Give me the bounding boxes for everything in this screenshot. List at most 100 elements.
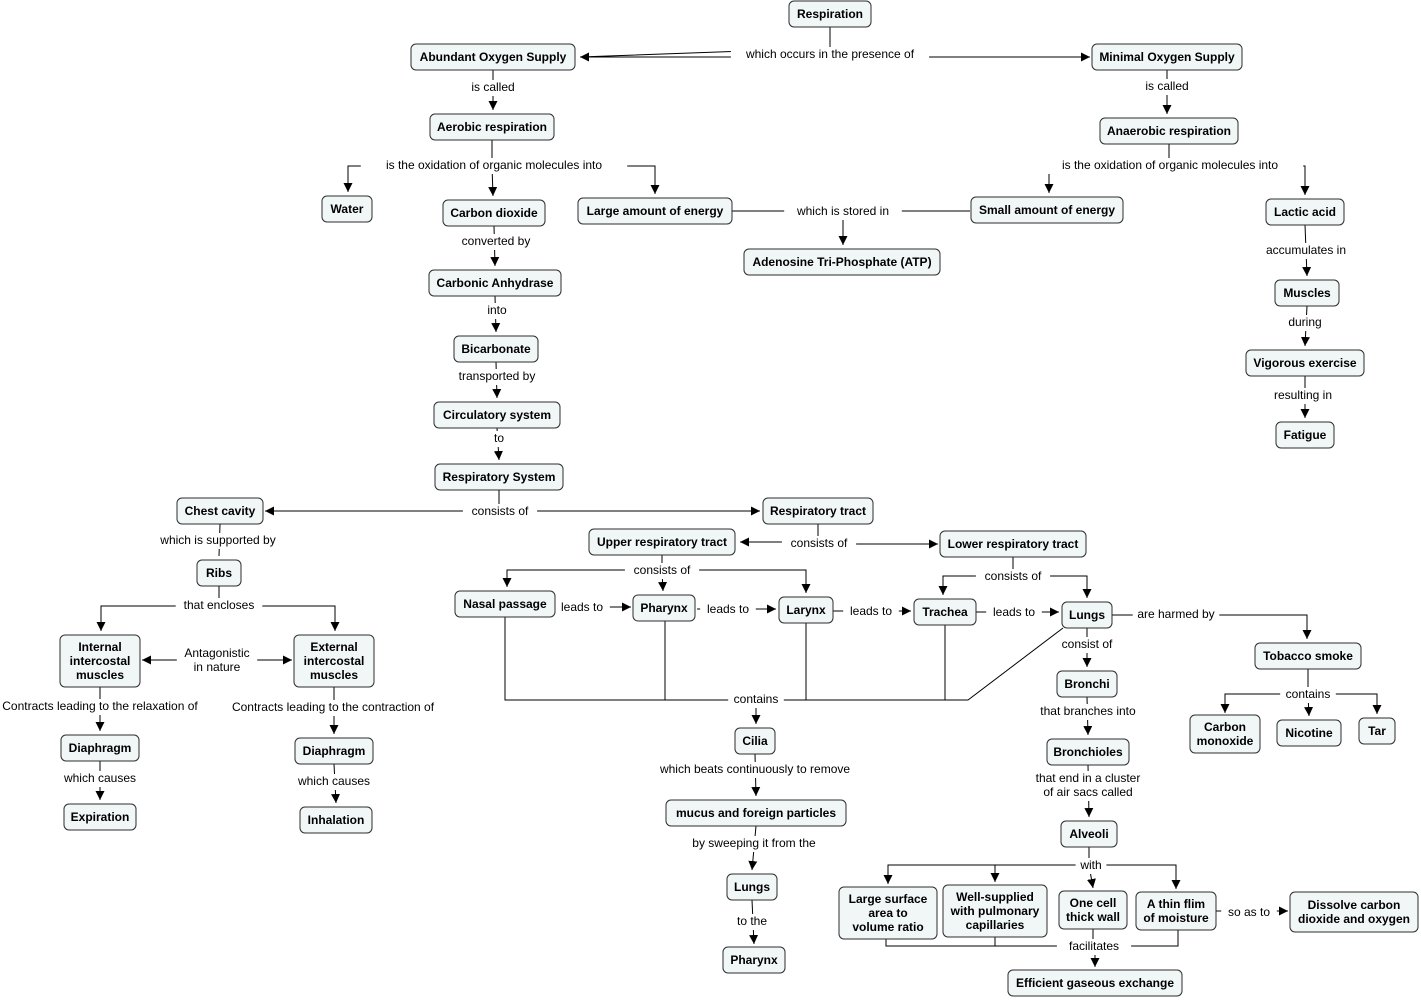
svg-text:Upper respiratory tract: Upper respiratory tract xyxy=(597,535,727,549)
link-label-contains-smoke: contains xyxy=(1280,687,1336,703)
link-label-sweeping: by sweeping it from the xyxy=(679,836,829,852)
link-label-leads-to-4: leads to xyxy=(986,605,1042,621)
node-nasal-passage[interactable]: Nasal passage xyxy=(454,590,556,618)
svg-text:are harmed by: are harmed by xyxy=(1137,607,1214,621)
node-tar[interactable]: Tar xyxy=(1358,717,1396,745)
node-expiration[interactable]: Expiration xyxy=(63,803,137,831)
node-efficient-exchange[interactable]: Efficient gaseous exchange xyxy=(1007,969,1183,997)
node-carbonic-anhydrase[interactable]: Carbonic Anhydrase xyxy=(428,269,562,297)
svg-text:which occurs in the presence o: which occurs in the presence of xyxy=(745,47,915,61)
node-upper-tract[interactable]: Upper respiratory tract xyxy=(588,528,736,556)
node-small-energy[interactable]: Small amount of energy xyxy=(970,196,1124,224)
svg-text:is the oxidation of organic mo: is the oxidation of organic molecules in… xyxy=(1062,158,1278,172)
node-minimal-oxygen[interactable]: Minimal Oxygen Supply xyxy=(1091,43,1243,71)
svg-text:leads to: leads to xyxy=(707,602,749,616)
node-aerobic[interactable]: Aerobic respiration xyxy=(429,113,555,141)
svg-text:leads to: leads to xyxy=(850,604,892,618)
node-trachea[interactable]: Trachea xyxy=(913,598,977,626)
node-lungs[interactable]: Lungs xyxy=(1061,601,1113,629)
node-bronchi[interactable]: Bronchi xyxy=(1056,670,1118,698)
svg-text:Adenosine Tri-Phosphate (ATP): Adenosine Tri-Phosphate (ATP) xyxy=(752,255,931,269)
svg-text:Diaphragm: Diaphragm xyxy=(69,741,132,755)
node-circulatory-system[interactable]: Circulatory system xyxy=(433,401,561,429)
node-lower-tract[interactable]: Lower respiratory tract xyxy=(939,530,1087,558)
connector-line xyxy=(662,569,811,593)
node-diaphragm-left[interactable]: Diaphragm xyxy=(60,734,140,762)
node-pharynx[interactable]: Pharynx xyxy=(632,594,696,622)
svg-text:Antagonistic: Antagonistic xyxy=(184,646,249,660)
svg-text:Large amount of energy: Large amount of energy xyxy=(587,204,724,218)
connector-line xyxy=(502,555,663,587)
svg-text:Pharynx: Pharynx xyxy=(730,953,778,967)
svg-text:so as to: so as to xyxy=(1228,905,1270,919)
node-anaerobic[interactable]: Anaerobic respiration xyxy=(1099,117,1239,145)
svg-text:Expiration: Expiration xyxy=(71,810,130,824)
node-nicotine[interactable]: Nicotine xyxy=(1276,719,1342,747)
svg-text:intercostal: intercostal xyxy=(304,654,365,668)
svg-text:resulting in: resulting in xyxy=(1274,388,1332,402)
node-diaphragm-right[interactable]: Diaphragm xyxy=(294,737,374,765)
link-label-transported-by: transported by xyxy=(450,369,544,385)
svg-text:Tar: Tar xyxy=(1368,724,1386,738)
node-chest-cavity[interactable]: Chest cavity xyxy=(176,497,264,525)
node-respiratory-system[interactable]: Respiratory System xyxy=(434,463,564,491)
svg-text:Large surface: Large surface xyxy=(849,892,928,906)
link-label-with: with xyxy=(1075,858,1107,874)
node-tobacco-smoke[interactable]: Tobacco smoke xyxy=(1254,642,1362,670)
svg-text:that branches into: that branches into xyxy=(1040,704,1136,718)
svg-text:intercostal: intercostal xyxy=(70,654,131,668)
svg-text:consists of: consists of xyxy=(472,504,529,518)
svg-text:leads to: leads to xyxy=(561,600,603,614)
node-respiration[interactable]: Respiration xyxy=(788,0,872,28)
svg-text:Pharynx: Pharynx xyxy=(640,601,688,615)
link-label-branches-into: that branches into xyxy=(1029,704,1147,720)
svg-text:consists of: consists of xyxy=(791,536,848,550)
svg-text:which beats continuously to re: which beats continuously to remove xyxy=(659,762,850,776)
svg-text:Alveoli: Alveoli xyxy=(1069,827,1108,841)
svg-text:Respiratory tract: Respiratory tract xyxy=(770,504,866,518)
svg-text:Ribs: Ribs xyxy=(206,566,232,580)
node-muscles[interactable]: Muscles xyxy=(1274,279,1340,307)
link-label-beats: which beats continuously to remove xyxy=(646,762,864,778)
svg-text:Muscles: Muscles xyxy=(1283,286,1331,300)
node-atp[interactable]: Adenosine Tri-Phosphate (ATP) xyxy=(743,248,941,276)
node-lactic-acid[interactable]: Lactic acid xyxy=(1265,198,1345,226)
node-lungs2[interactable]: Lungs xyxy=(726,873,778,901)
link-label-consists-of-lower: consists of xyxy=(975,569,1051,585)
link-label-into: into xyxy=(481,303,513,319)
node-water[interactable]: Water xyxy=(321,195,373,223)
node-abundant-oxygen[interactable]: Abundant Oxygen Supply xyxy=(410,43,576,71)
node-respiratory-tract[interactable]: Respiratory tract xyxy=(762,497,874,525)
svg-text:into: into xyxy=(487,303,507,317)
node-inhalation[interactable]: Inhalation xyxy=(299,806,373,834)
svg-text:consists of: consists of xyxy=(634,563,691,577)
node-bicarbonate[interactable]: Bicarbonate xyxy=(453,335,539,363)
link-label-encloses: that encloses xyxy=(175,598,263,614)
svg-text:consists of: consists of xyxy=(985,569,1042,583)
node-fatigue[interactable]: Fatigue xyxy=(1275,421,1335,449)
node-ribs[interactable]: Ribs xyxy=(196,559,242,587)
svg-text:which is supported by: which is supported by xyxy=(159,533,275,547)
svg-text:Trachea: Trachea xyxy=(922,605,968,619)
svg-text:Inhalation: Inhalation xyxy=(308,813,365,827)
svg-text:accumulates in: accumulates in xyxy=(1266,243,1346,257)
node-bronchioles[interactable]: Bronchioles xyxy=(1046,738,1130,766)
node-vigorous-exercise[interactable]: Vigorous exercise xyxy=(1245,349,1365,377)
node-mucus[interactable]: mucus and foreign particles xyxy=(665,799,847,827)
node-alveoli[interactable]: Alveoli xyxy=(1060,820,1118,848)
node-cilia[interactable]: Cilia xyxy=(734,727,776,755)
node-large-energy[interactable]: Large amount of energy xyxy=(577,197,733,225)
node-pharynx2[interactable]: Pharynx xyxy=(722,946,786,974)
node-carbon-dioxide[interactable]: Carbon dioxide xyxy=(442,199,546,227)
node-larynx[interactable]: Larynx xyxy=(778,596,834,624)
svg-text:Small amount of energy: Small amount of energy xyxy=(979,203,1115,217)
link-label-consists-of-upper: consists of xyxy=(624,563,700,579)
